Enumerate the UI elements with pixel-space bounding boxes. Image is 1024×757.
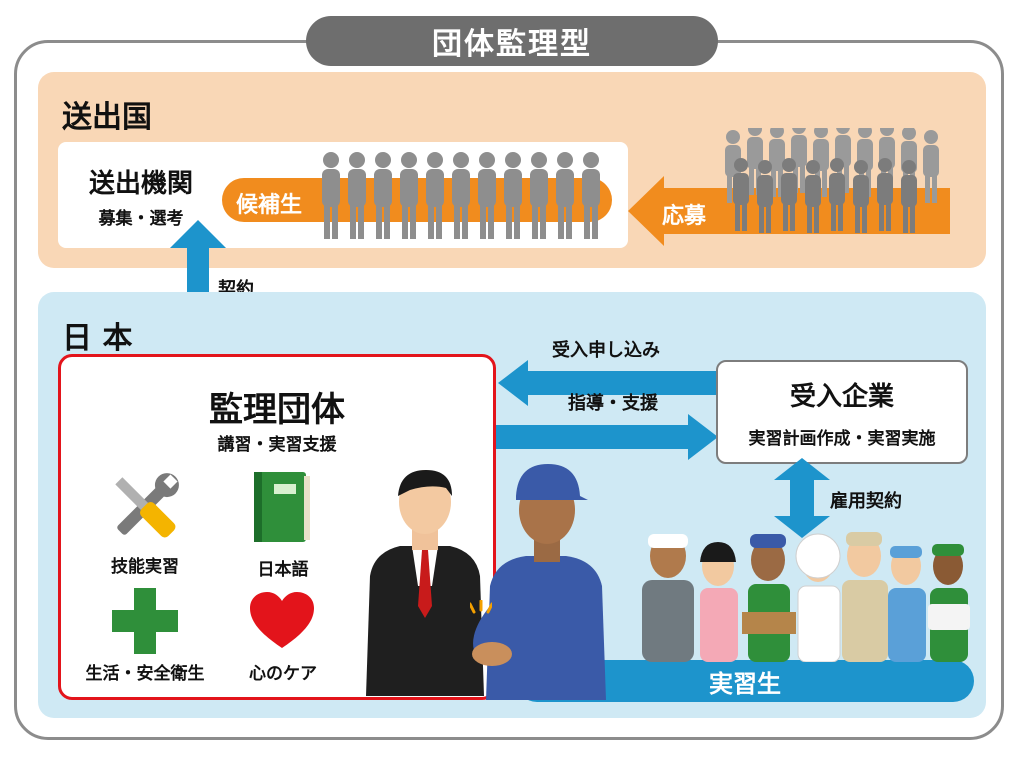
acceptance-request-label: 受入申し込み — [552, 340, 660, 361]
origin-region-label: 送出国 — [62, 100, 152, 135]
acceptance-request-arrow — [498, 360, 718, 406]
candidates-people-icon — [322, 152, 600, 239]
employment-contract-arrow — [774, 458, 830, 538]
book-item-label: 日本語 — [257, 560, 309, 580]
monitoring-organization-sub: 講習・実習支援 — [217, 435, 337, 455]
applicant-crowd-icon — [725, 128, 939, 233]
sending-agency-name: 送出機関 — [88, 169, 193, 199]
heart-item-label: 心のケア — [249, 664, 317, 684]
guidance-support-arrow — [496, 414, 718, 460]
guidance-support-label: 指導・支援 — [568, 393, 658, 414]
japan-region-label: 日 本 — [62, 321, 133, 356]
heart-icon — [250, 592, 314, 648]
monitoring-organization-name: 監理団体 — [209, 390, 345, 430]
diagram-title: 団体監理型 — [306, 16, 718, 66]
tools-item-label: 技能実習 — [111, 557, 179, 577]
sending-agency-sub: 募集・選考 — [98, 209, 184, 229]
apply-label: 応募 — [662, 204, 707, 229]
candidates-label: 候補生 — [236, 193, 303, 218]
book-icon — [254, 472, 310, 542]
host-company-sub: 実習計画作成・実習実施 — [748, 429, 936, 449]
trainees-label: 実習生 — [709, 669, 781, 698]
trainee-worker-illustration — [472, 464, 606, 700]
trainee-group-illustration — [642, 532, 970, 662]
cross-icon — [112, 588, 178, 654]
cross-item-label: 生活・安全衛生 — [85, 664, 205, 684]
employment-contract-label: 雇用契約 — [830, 491, 902, 512]
businessman-illustration — [366, 470, 484, 696]
tools-icon — [115, 473, 179, 538]
host-company-name: 受入企業 — [789, 382, 894, 412]
host-company-box — [716, 360, 968, 464]
handshake-spark-icon — [470, 600, 492, 614]
